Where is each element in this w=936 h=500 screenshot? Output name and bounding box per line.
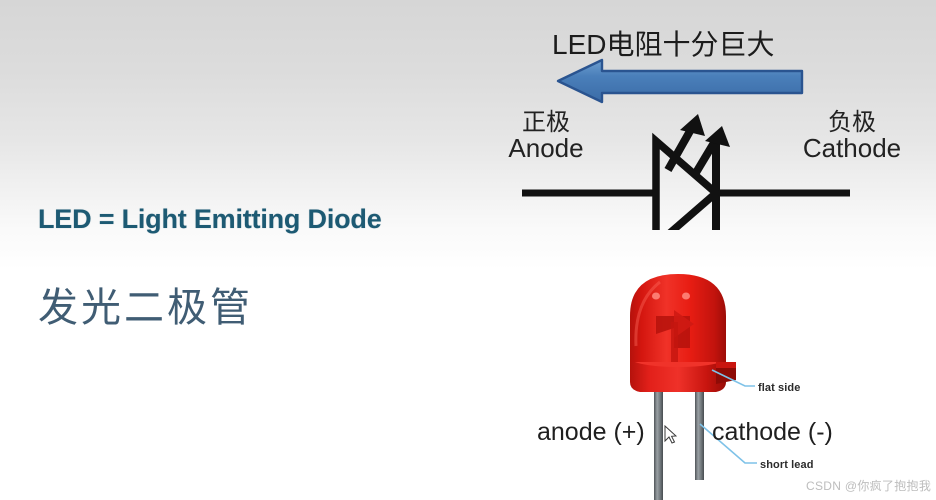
led-chinese-name-text: 发光二极管 bbox=[38, 286, 253, 330]
photo-cathode-label: cathode (-) bbox=[712, 418, 833, 446]
dome-highlight-1 bbox=[652, 292, 660, 300]
symbol-cathode-label-en: Cathode bbox=[802, 133, 902, 164]
led-flange bbox=[630, 358, 726, 392]
emission-arrow-2 bbox=[690, 126, 730, 179]
dome-highlight-2 bbox=[682, 292, 690, 300]
diode-triangle bbox=[652, 132, 722, 230]
headline-text: LED电阻十分巨大 bbox=[552, 29, 775, 60]
symbol-cathode-label: 负极 Cathode bbox=[782, 110, 922, 163]
mouse-cursor-icon bbox=[664, 425, 677, 444]
led-flat-side-top bbox=[716, 362, 736, 368]
led-anvil bbox=[674, 310, 694, 338]
symbol-anode-label-en: Anode bbox=[508, 133, 584, 164]
short-lead-callout-label: short lead bbox=[760, 459, 814, 471]
led-component-photo bbox=[630, 274, 736, 500]
light-emission-arrows bbox=[664, 114, 730, 179]
led-schematic-symbol bbox=[522, 114, 850, 230]
left-arrow-icon bbox=[556, 58, 804, 104]
cathode-lead bbox=[695, 380, 704, 480]
photo-anode-label: anode (+) bbox=[537, 418, 645, 446]
dome-edge-sheen bbox=[634, 280, 661, 347]
flat-side-callout-label: flat side bbox=[758, 382, 801, 394]
anode-lead bbox=[654, 380, 663, 500]
csdn-watermark: CSDN @你疯了抱抱我 bbox=[806, 479, 932, 493]
symbol-anode-label-cn: 正极 bbox=[522, 109, 570, 136]
symbol-anode-label: 正极 Anode bbox=[486, 110, 606, 163]
led-post bbox=[671, 322, 678, 362]
emission-arrow-1 bbox=[664, 114, 705, 172]
led-definition-text: LED = Light Emitting Diode bbox=[38, 204, 382, 234]
symbol-cathode-label-cn: 负极 bbox=[828, 109, 876, 136]
